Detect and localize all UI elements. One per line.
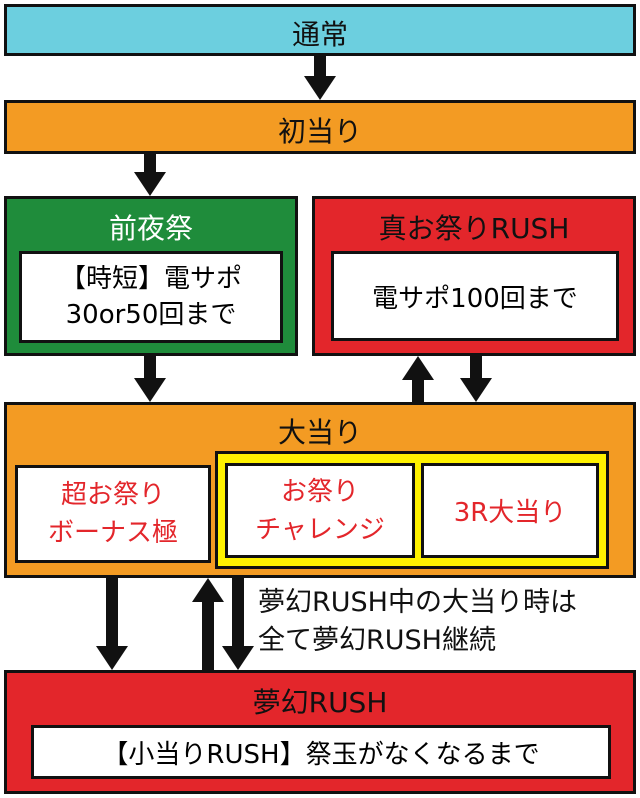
super-bonus-line1: 超お祭り	[60, 480, 165, 510]
eve-festival-detail-line2: 30or50回まで	[65, 300, 237, 330]
big-hit-box: 大当り 超お祭り ボーナス極 お祭り チャレンジ 3R大当り	[4, 402, 636, 578]
three-r-box: 3R大当り	[421, 463, 599, 558]
dream-rush-note-line2: 全て夢幻RUSH継続	[258, 625, 496, 656]
three-r-label: 3R大当り	[453, 498, 567, 528]
super-bonus-line2: ボーナス極	[47, 518, 178, 548]
arrow-big-hit-to-dream-rush-continue	[222, 578, 254, 670]
challenge-group-box: お祭り チャレンジ 3R大当り	[215, 451, 609, 569]
arrow-big-hit-to-dream-rush	[96, 578, 128, 670]
eve-festival-label: 前夜祭	[108, 212, 193, 245]
super-bonus-box: 超お祭り ボーナス極	[15, 465, 211, 563]
dream-rush-note-line1: 夢幻RUSH中の大当り時は	[258, 587, 577, 618]
arrow-first-hit-to-eve-festival	[134, 154, 166, 196]
eve-festival-detail-line1: 【時短】電サポ	[59, 264, 242, 294]
eve-festival-detail: 【時短】電サポ 30or50回まで	[19, 251, 283, 343]
first-hit-label: 初当り	[277, 115, 362, 148]
true-festival-rush-detail-text: 電サポ100回まで	[372, 283, 578, 314]
dream-rush-detail-text: 【小当りRUSH】祭玉がなくなるまで	[102, 739, 540, 770]
challenge-box: お祭り チャレンジ	[225, 463, 415, 558]
first-hit-box: 初当り	[4, 100, 636, 154]
normal-state-label: 通常	[291, 18, 348, 51]
dream-rush-note: 夢幻RUSH中の大当り時は 全て夢幻RUSH継続	[258, 584, 577, 660]
arrow-true-festival-rush-to-big-hit	[460, 356, 492, 402]
challenge-line2: チャレンジ	[255, 514, 385, 545]
big-hit-label: 大当り	[277, 416, 362, 449]
arrow-dream-rush-to-big-hit	[192, 578, 224, 670]
normal-state-box: 通常	[4, 4, 636, 56]
dream-rush-label: 夢幻RUSH	[252, 686, 388, 719]
true-festival-rush-detail: 電サポ100回まで	[331, 251, 619, 341]
challenge-line1: お祭り	[280, 476, 359, 507]
dream-rush-box: 夢幻RUSH 【小当りRUSH】祭玉がなくなるまで	[4, 670, 636, 794]
true-festival-rush-box: 真お祭りRUSH 電サポ100回まで	[312, 196, 636, 356]
dream-rush-detail: 【小当りRUSH】祭玉がなくなるまで	[31, 725, 611, 779]
arrow-normal-to-first-hit	[304, 56, 336, 100]
true-festival-rush-label: 真お祭りRUSH	[378, 212, 570, 245]
arrow-eve-festival-to-big-hit	[134, 356, 166, 402]
eve-festival-box: 前夜祭 【時短】電サポ 30or50回まで	[4, 196, 298, 356]
